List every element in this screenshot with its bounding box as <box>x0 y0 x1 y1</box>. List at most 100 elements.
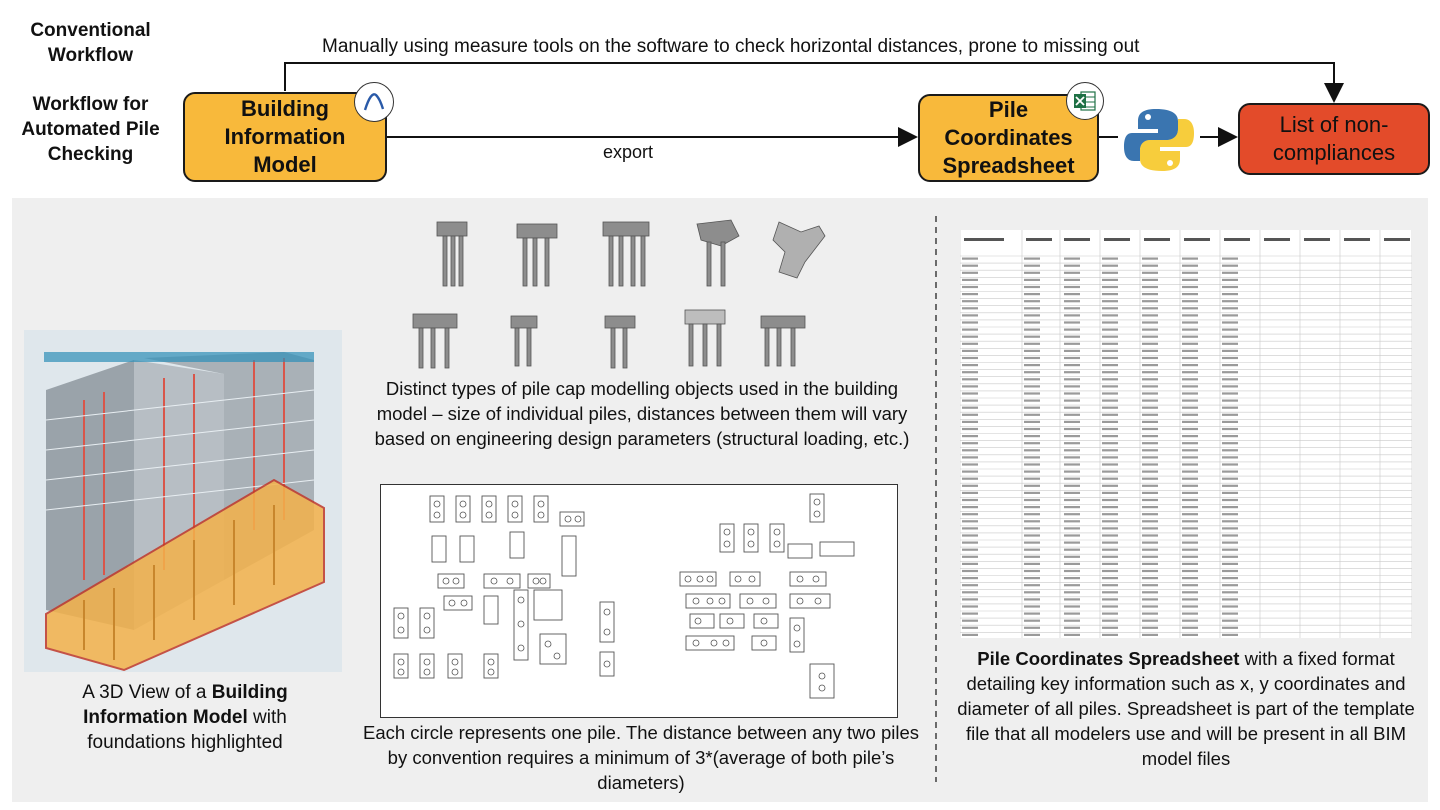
sheet-header-mark <box>1184 238 1210 241</box>
sheet-cell-mark <box>962 392 978 395</box>
sheet-cell-mark <box>1102 356 1118 360</box>
sheet-cell-mark <box>1182 612 1198 615</box>
sheet-cell-mark <box>1222 548 1238 551</box>
sheet-cell-mark <box>1064 449 1080 452</box>
spreadsheet-node: Pile Coordinates Spreadsheet <box>918 94 1099 182</box>
conventional-arrow <box>284 62 1344 103</box>
sheet-cell-mark <box>1222 293 1238 296</box>
noncompliance-output-node: List of non-compliances <box>1238 103 1430 175</box>
sheet-cell-mark <box>1222 420 1238 423</box>
sheet-cell-mark <box>1142 456 1158 459</box>
sheet-cell-mark <box>1182 271 1198 274</box>
sheet-cell-mark <box>962 520 978 523</box>
sheet-cell-mark <box>1222 307 1238 310</box>
sheet-cell-mark <box>962 506 978 509</box>
sheet-cell-mark <box>1222 378 1238 381</box>
sheet-cell-mark <box>962 555 978 558</box>
sheet-cell-mark <box>962 278 978 281</box>
sheet-cell-mark <box>1222 491 1238 494</box>
sheet-cell-mark <box>1142 335 1158 338</box>
bim-3d-view-image <box>24 330 342 672</box>
sheet-cell-mark <box>1064 584 1080 587</box>
sheet-cell-mark <box>962 498 978 502</box>
sheet-cell-mark <box>1142 307 1158 310</box>
sheet-cell-mark <box>1024 449 1040 452</box>
sheet-cell-mark <box>1102 484 1118 487</box>
sheet-cell-mark <box>962 349 978 352</box>
sheet-cell-mark <box>1222 356 1238 360</box>
sheet-cell-mark <box>1182 406 1198 409</box>
sheet-cell-mark <box>962 271 978 274</box>
sheet-cell-mark <box>1222 364 1238 367</box>
sheet-cell-mark <box>1142 477 1158 480</box>
sheet-cell-mark <box>962 399 978 402</box>
sheet-cell-mark <box>1064 278 1080 281</box>
sheet-cell-mark <box>962 612 978 615</box>
sheet-cell-mark <box>1182 449 1198 452</box>
sheet-cell-mark <box>1142 498 1158 502</box>
sheet-cell-mark <box>1142 413 1158 416</box>
sheet-cell-mark <box>1024 385 1040 388</box>
sheet-cell-mark <box>1024 413 1040 416</box>
sheet-cell-mark <box>962 619 978 622</box>
sheet-cell-mark <box>1024 364 1040 367</box>
sheet-cell-mark <box>1064 321 1080 324</box>
sheet-cell-mark <box>1064 378 1080 381</box>
sheet-cell-mark <box>1182 321 1198 324</box>
sheet-cell-mark <box>1222 626 1238 629</box>
sheet-cell-mark <box>1064 385 1080 388</box>
sheet-cell-mark <box>1142 356 1158 360</box>
sheet-cell-mark <box>1064 612 1080 615</box>
sheet-cell-mark <box>1102 619 1118 622</box>
sheet-cell-mark <box>1182 555 1198 558</box>
sheet-cell-mark <box>962 548 978 551</box>
sheet-cell-mark <box>1142 328 1158 331</box>
sheet-cell-mark <box>1102 584 1118 587</box>
sheet-cell-mark <box>1064 520 1080 523</box>
sheet-cell-mark <box>962 569 978 573</box>
sheet-cell-mark <box>1024 484 1040 487</box>
sheet-cell-mark <box>1222 342 1238 345</box>
sheet-cell-mark <box>1102 506 1118 509</box>
sheet-cell-mark <box>1064 491 1080 494</box>
sheet-cell-mark <box>1222 314 1238 317</box>
sheet-cell-mark <box>1024 314 1040 317</box>
sheet-cell-mark <box>1142 271 1158 274</box>
sheet-cell-mark <box>1222 598 1238 601</box>
sheet-cell-mark <box>962 307 978 310</box>
sheet-cell-mark <box>1024 513 1040 516</box>
sheet-cell-mark <box>1182 562 1198 565</box>
sheet-cell-mark <box>1064 477 1080 480</box>
sheet-cell-mark <box>1024 619 1040 622</box>
sheet-cell-mark <box>1102 548 1118 551</box>
sheet-cell-mark <box>1222 278 1238 281</box>
sheet-cell-mark <box>1024 356 1040 360</box>
sheet-cell-mark <box>1024 569 1040 573</box>
sheet-cell-mark <box>1024 278 1040 281</box>
sheet-cell-mark <box>1064 513 1080 516</box>
sheet-cell-mark <box>1064 577 1080 580</box>
sheet-cell-mark <box>1142 520 1158 523</box>
sheet-cell-mark <box>1024 264 1040 267</box>
revit-logo-icon <box>354 82 394 122</box>
sheet-cell-mark <box>1222 328 1238 331</box>
sheet-cell-mark <box>1102 293 1118 296</box>
sheet-cell-mark <box>1064 293 1080 296</box>
sheet-cell-mark <box>962 598 978 601</box>
sheet-cell-mark <box>962 257 978 260</box>
export-label: export <box>603 142 654 162</box>
sheet-cell-mark <box>1064 605 1080 608</box>
sheet-cell-mark <box>1102 427 1118 431</box>
sheet-cell-mark <box>1222 584 1238 587</box>
sheet-cell-mark <box>1182 385 1198 388</box>
sheet-cell-mark <box>1102 392 1118 395</box>
sheet-cell-mark <box>962 513 978 516</box>
sheet-cell-mark <box>1142 349 1158 352</box>
sheet-cell-mark <box>1182 619 1198 622</box>
sheet-cell-mark <box>1142 569 1158 573</box>
noncompliance-output-label: List of non-compliances <box>1272 112 1396 165</box>
sheet-header-mark <box>1384 238 1410 241</box>
sheet-cell-mark <box>1182 356 1198 360</box>
sheet-cell-mark <box>1064 328 1080 331</box>
sheet-cell-mark <box>1142 435 1158 438</box>
